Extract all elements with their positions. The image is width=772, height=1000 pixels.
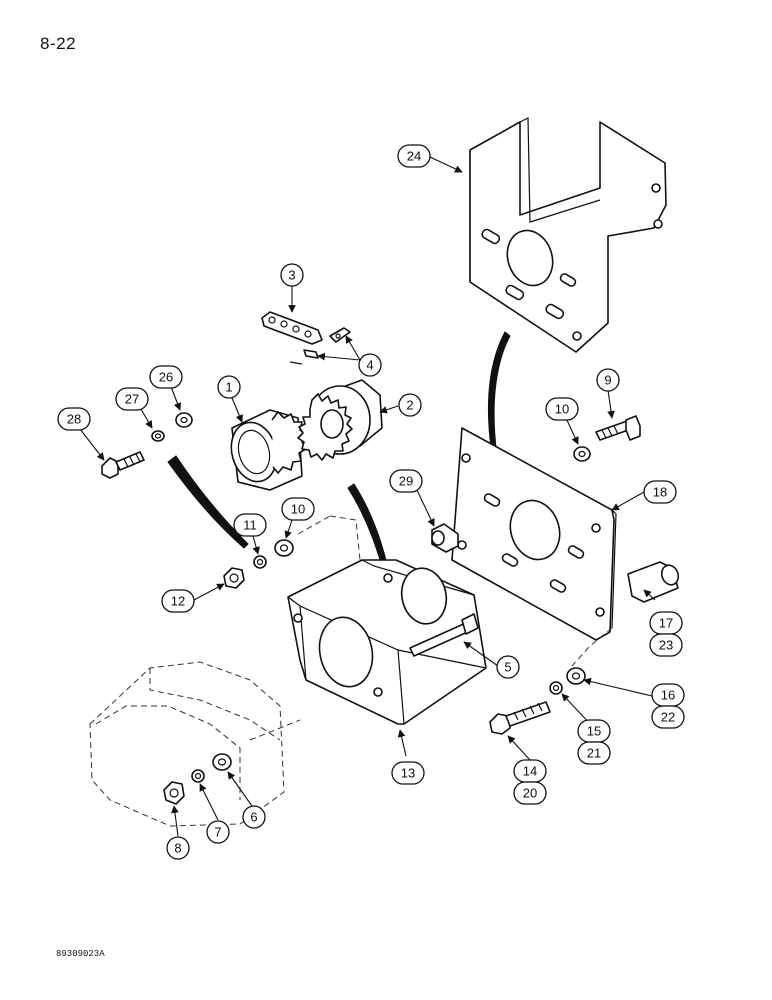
callout-12: 12 [161,589,195,613]
callout-6: 6 [242,805,266,829]
svg-text:22: 22 [661,710,675,725]
svg-text:29: 29 [399,474,413,489]
svg-text:3: 3 [288,268,295,283]
sprocket-1 [230,409,308,491]
callout-18: 18 [643,480,677,504]
leader-lines [79,156,656,837]
svg-text:27: 27 [125,392,139,407]
lock-washer-15-21 [549,681,563,695]
bushing-17-23 [627,561,680,603]
callout-4: 4 [358,353,382,377]
svg-text:8: 8 [174,841,181,856]
callout-26: 26 [149,365,183,389]
svg-text:14: 14 [523,764,537,779]
assembly-arrow-icon [167,455,249,549]
svg-text:1: 1 [225,380,232,395]
svg-text:26: 26 [159,370,173,385]
svg-text:6: 6 [250,810,257,825]
callout-24: 24 [397,144,431,168]
bearing-housing-13 [287,559,487,725]
assembly-arrow-icon [347,483,389,571]
callout-15-21: 15 21 [577,719,611,765]
callout-14-20: 14 20 [513,759,547,805]
svg-text:13: 13 [401,766,415,781]
svg-text:18: 18 [653,485,667,500]
svg-text:17: 17 [659,616,673,631]
svg-text:24: 24 [407,149,421,164]
spacer-29 [431,523,459,553]
flat-washer-6 [212,753,232,771]
bolt-28 [101,451,145,479]
plate-18 [451,427,617,641]
bolt-14-20 [489,701,551,735]
sprocket-hub-2 [297,379,383,461]
callout-16-22: 16 22 [651,683,685,729]
svg-text:16: 16 [661,688,675,703]
svg-text:20: 20 [523,786,537,801]
assembly-arrow-icon [487,331,511,456]
flat-washer-16-22 [566,667,586,685]
svg-text:21: 21 [587,746,601,761]
flat-washer-26 [175,412,193,428]
callout-28: 28 [57,407,91,431]
svg-text:11: 11 [243,518,257,533]
lock-washer-11 [253,555,267,569]
chain-3 [261,311,323,345]
callout-13: 13 [391,761,425,785]
callout-9: 9 [596,368,620,392]
svg-text:23: 23 [659,638,673,653]
svg-text:5: 5 [504,660,511,675]
svg-text:9: 9 [604,373,611,388]
figure-code: 89309023A [56,949,105,959]
callout-11: 11 [233,513,267,537]
callout-10-right: 10 [545,397,579,421]
svg-text:15: 15 [587,724,601,739]
svg-text:10: 10 [291,502,305,517]
hex-nut-12 [223,567,245,589]
callout-27: 27 [115,387,149,411]
svg-text:12: 12 [171,594,185,609]
page-number: 8-22 [40,34,77,53]
svg-text:28: 28 [67,412,81,427]
callout-8: 8 [166,836,190,860]
flat-washer-10 [274,539,294,557]
callout-3: 3 [280,263,304,287]
bolt-9 [595,415,641,441]
callout-2: 2 [398,393,422,417]
svg-text:2: 2 [406,398,413,413]
lock-washer-7 [191,769,205,783]
hex-nut-8 [163,781,185,805]
callout-10-left: 10 [281,497,315,521]
adjusting-bolt-5 [409,613,479,657]
flat-washer-10 [573,446,591,462]
hydraulic-motor-outline [89,515,613,827]
svg-text:4: 4 [366,358,373,373]
callout-29: 29 [389,469,423,493]
lock-washer-27 [151,430,165,442]
svg-text:7: 7 [214,825,221,840]
callout-7: 7 [206,820,230,844]
svg-text:10: 10 [555,402,569,417]
callout-1: 1 [217,375,241,399]
callout-17-23: 17 23 [649,611,683,657]
callout-5: 5 [496,655,520,679]
bracket-24 [469,117,667,353]
